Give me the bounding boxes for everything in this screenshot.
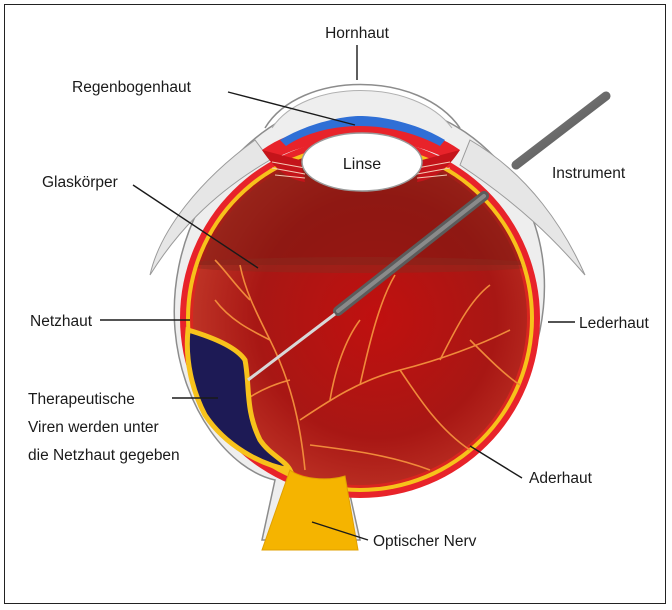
label-hornhaut: Hornhaut <box>325 25 389 42</box>
label-lederhaut: Lederhaut <box>579 315 650 332</box>
label-linse: Linse <box>343 156 381 173</box>
label-therapeutische-2: Viren werden unter <box>28 419 159 436</box>
label-instrument: Instrument <box>552 165 626 182</box>
label-optischer-nerv: Optischer Nerv <box>373 533 477 550</box>
label-aderhaut: Aderhaut <box>529 470 593 487</box>
label-glaskoerper: Glaskörper <box>42 174 118 191</box>
label-therapeutische-3: die Netzhaut gegeben <box>28 447 180 464</box>
label-regenbogenhaut: Regenbogenhaut <box>72 79 192 96</box>
label-therapeutische-1: Therapeutische <box>28 391 135 408</box>
label-netzhaut: Netzhaut <box>30 313 93 330</box>
